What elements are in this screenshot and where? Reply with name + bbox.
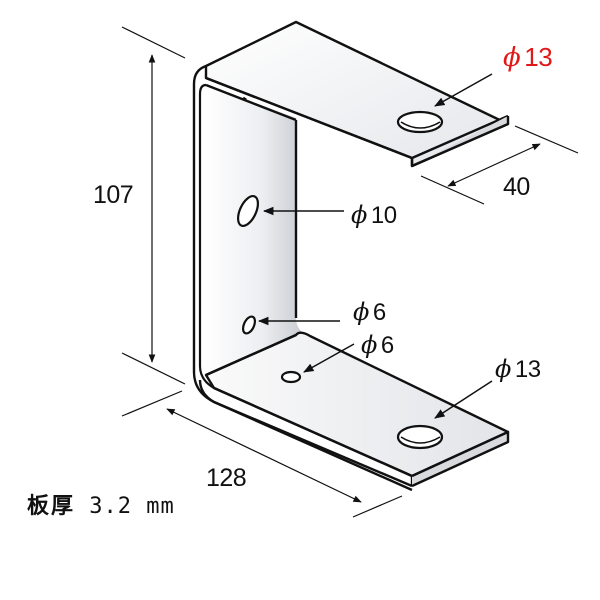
bottom-flange-small-hole-shape (280, 370, 302, 384)
web-lower-hole-shape (241, 315, 257, 335)
top-flange-hole-shape (396, 110, 444, 134)
leader-lines (257, 73, 493, 419)
bottom-flange-large-hole-shape (396, 424, 444, 450)
web-face (206, 85, 308, 375)
web-upper-hole-shape (236, 195, 260, 227)
holes (236, 110, 444, 450)
thickness-label: 板厚 (27, 494, 76, 519)
height-dimension-label: 107 (93, 181, 134, 209)
thickness-unit: mm (146, 494, 175, 519)
dimension-lines (121, 26, 579, 518)
thickness-value: 3.2 (89, 494, 133, 519)
plate-thickness-note: 板厚 3.2 mm (27, 488, 175, 520)
length-dimension-label: 128 (206, 464, 247, 492)
width-dimension-label: 40 (503, 173, 530, 201)
